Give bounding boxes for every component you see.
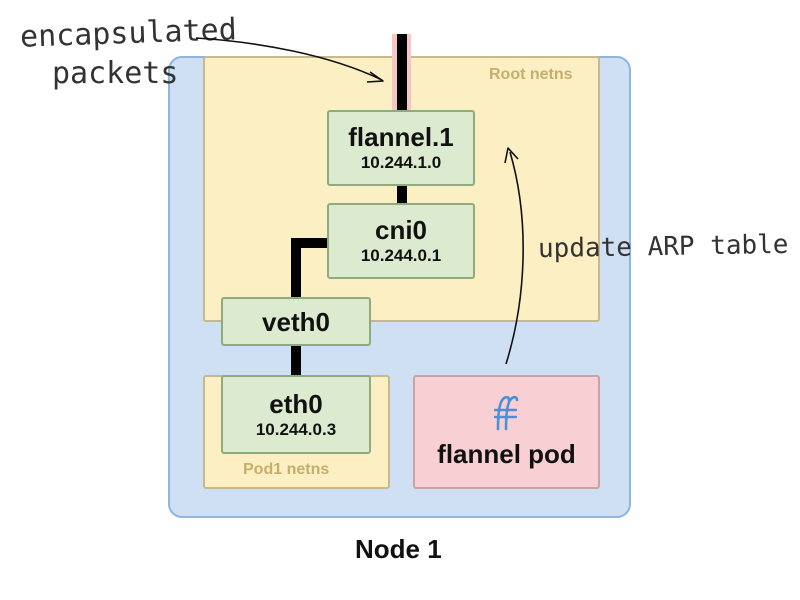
update-arp-annotation: update ARP table — [537, 229, 789, 265]
veth0-interface: veth0 — [221, 297, 371, 346]
flannel1-name: flannel.1 — [348, 122, 454, 152]
eth0-ip: 10.244.0.3 — [255, 419, 337, 439]
eth0-interface: eth0 10.244.0.3 — [221, 375, 371, 454]
cni0-interface: cni0 10.244.0.1 — [327, 203, 475, 279]
veth0-name: veth0 — [262, 306, 330, 337]
flannel1-interface: flannel.1 10.244.1.0 — [327, 110, 475, 186]
cni0-ip: 10.244.0.1 — [360, 246, 442, 265]
eth0-name: eth0 — [269, 388, 323, 419]
cni0-name: cni0 — [374, 215, 428, 245]
flannel-pod-label: flannel pod — [437, 439, 576, 469]
encapsulated-annotation: encapsulated — [19, 12, 238, 55]
flannel1-ip: 10.244.1.0 — [360, 153, 442, 172]
flannel-pod-box: flannel pod — [413, 375, 600, 489]
packets-annotation: packets — [52, 56, 179, 91]
pod-netns-label: Pod1 netns — [243, 461, 330, 478]
node-title: Node 1 — [355, 534, 442, 564]
root-netns-box — [203, 56, 600, 322]
root-netns-label: Root netns — [489, 66, 573, 83]
flannel-logo-icon — [493, 395, 518, 431]
